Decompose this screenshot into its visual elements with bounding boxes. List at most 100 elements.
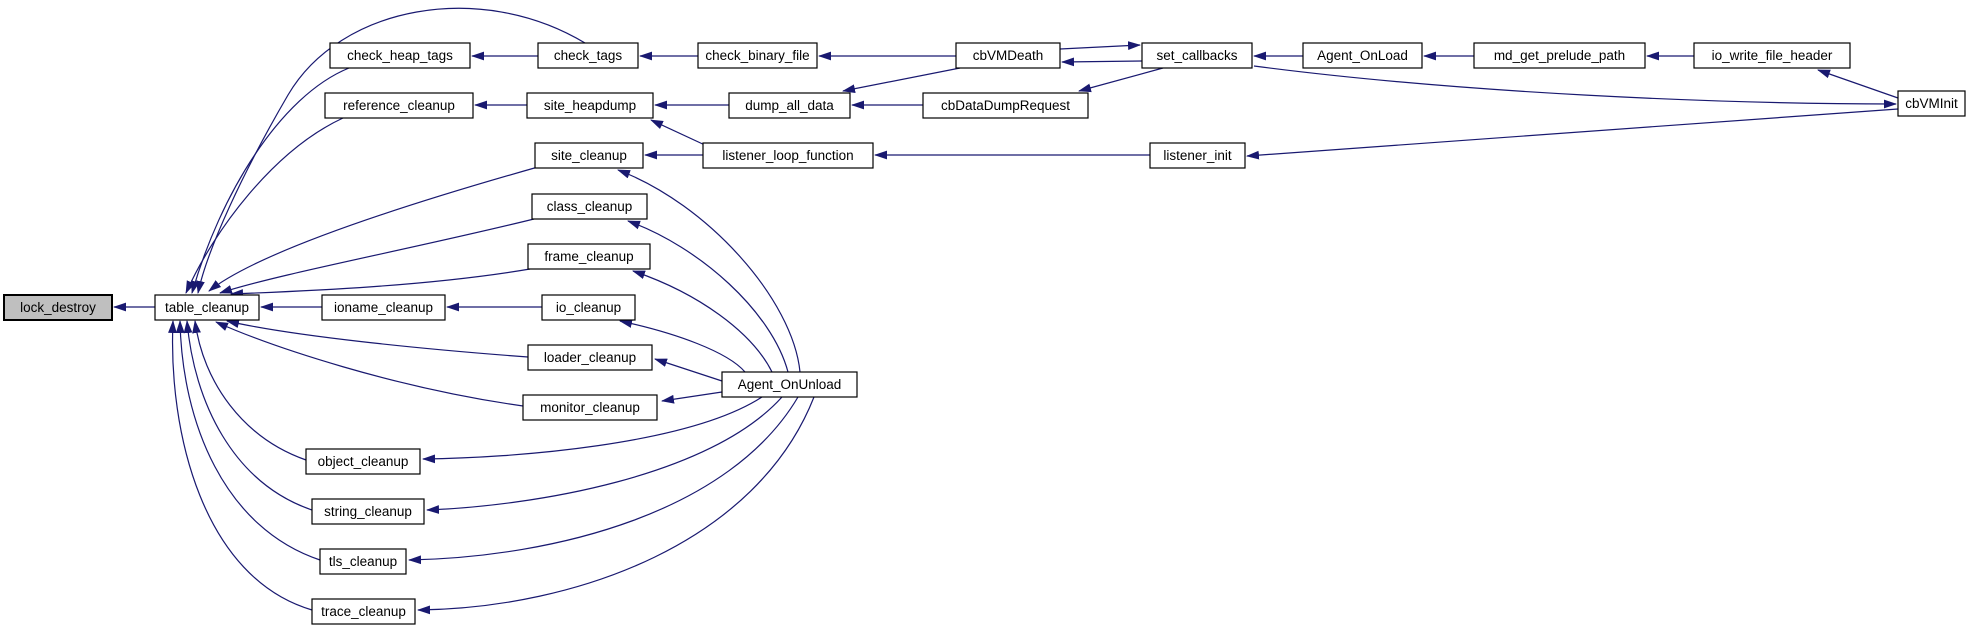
node-label-table_cleanup: table_cleanup <box>165 300 249 315</box>
node-box-monitor_cleanup[interactable] <box>522 394 658 421</box>
node-trace_cleanup[interactable]: trace_cleanup <box>311 598 416 625</box>
edge-cbVMDeath-to-set_callbacks <box>1059 41 1141 50</box>
edge-monitor_cleanup-to-table_cleanup <box>215 321 524 407</box>
node-box-Agent_OnLoad[interactable] <box>1302 42 1423 69</box>
node-Agent_OnLoad[interactable]: Agent_OnLoad <box>1302 42 1423 69</box>
node-loader_cleanup[interactable]: loader_cleanup <box>527 344 653 371</box>
edge-set_callbacks-to-cbVMDeath <box>1061 57 1143 67</box>
node-box-listener_loop_function[interactable] <box>702 142 874 169</box>
node-box-dump_all_data[interactable] <box>728 92 851 119</box>
edge-cbVMDeath-to-dump_all_data <box>842 67 961 94</box>
edge-Agent_OnUnload-to-frame_cleanup <box>632 270 773 373</box>
edge-Agent_OnUnload-to-trace_cleanup <box>417 396 815 615</box>
edge-Agent_OnUnload-to-object_cleanup <box>422 396 763 464</box>
node-box-check_tags[interactable] <box>537 42 639 69</box>
edge-Agent_OnUnload-to-tls_cleanup <box>408 396 799 565</box>
node-box-cbVMInit[interactable] <box>1897 90 1966 117</box>
node-class_cleanup[interactable]: class_cleanup <box>531 193 648 220</box>
node-label-class_cleanup: class_cleanup <box>547 199 633 214</box>
node-tls_cleanup[interactable]: tls_cleanup <box>319 548 407 575</box>
node-box-check_heap_tags[interactable] <box>329 42 471 69</box>
node-box-md_get_prelude_path[interactable] <box>1473 42 1646 69</box>
node-box-object_cleanup[interactable] <box>305 448 421 475</box>
node-label-frame_cleanup: frame_cleanup <box>544 249 633 264</box>
node-box-io_cleanup[interactable] <box>541 294 636 321</box>
node-box-io_write_file_header[interactable] <box>1693 42 1851 69</box>
edge-check_tags-to-table_cleanup <box>196 7 586 294</box>
node-box-class_cleanup[interactable] <box>531 193 648 220</box>
node-io_write_file_header[interactable]: io_write_file_header <box>1693 42 1851 69</box>
node-label-lock_destroy: lock_destroy <box>20 300 96 315</box>
node-label-cbVMInit: cbVMInit <box>1905 96 1958 111</box>
nodes-layer: lock_destroy table_cleanup check_heap_tags… <box>3 42 1966 625</box>
node-label-md_get_prelude_path: md_get_prelude_path <box>1494 48 1625 63</box>
edge-check_heap_tags-to-table_cleanup <box>191 67 350 294</box>
edge-Agent_OnUnload-to-io_cleanup <box>619 319 746 373</box>
node-label-trace_cleanup: trace_cleanup <box>321 604 406 619</box>
node-box-site_heapdump[interactable] <box>526 92 654 119</box>
node-box-frame_cleanup[interactable] <box>527 243 651 270</box>
node-box-ioname_cleanup[interactable] <box>321 294 446 321</box>
edge-string_cleanup-to-table_cleanup <box>183 320 313 511</box>
node-label-monitor_cleanup: monitor_cleanup <box>540 400 640 415</box>
node-check_tags[interactable]: check_tags <box>537 42 639 69</box>
node-check_binary_file[interactable]: check_binary_file <box>697 42 818 69</box>
node-box-listener_init[interactable] <box>1149 142 1246 169</box>
node-box-string_cleanup[interactable] <box>311 498 425 525</box>
node-site_cleanup[interactable]: site_cleanup <box>534 142 644 169</box>
node-frame_cleanup[interactable]: frame_cleanup <box>527 243 651 270</box>
node-label-Agent_OnUnload: Agent_OnUnload <box>738 377 842 392</box>
node-ioname_cleanup[interactable]: ioname_cleanup <box>321 294 446 321</box>
node-box-set_callbacks[interactable] <box>1141 42 1253 69</box>
node-label-ioname_cleanup: ioname_cleanup <box>334 300 433 315</box>
edge-reference_cleanup-to-table_cleanup <box>185 117 344 294</box>
node-reference_cleanup[interactable]: reference_cleanup <box>324 92 474 119</box>
node-cbVMDeath[interactable]: cbVMDeath <box>955 42 1061 69</box>
node-set_callbacks[interactable]: set_callbacks <box>1141 42 1253 69</box>
node-box-lock_destroy[interactable] <box>3 294 113 321</box>
node-io_cleanup[interactable]: io_cleanup <box>541 294 636 321</box>
edge-trace_cleanup-to-table_cleanup <box>168 320 313 611</box>
node-listener_loop_function[interactable]: listener_loop_function <box>702 142 874 169</box>
node-label-Agent_OnLoad: Agent_OnLoad <box>1317 48 1408 63</box>
node-cbVMInit[interactable]: cbVMInit <box>1897 90 1966 117</box>
node-box-table_cleanup[interactable] <box>154 294 260 321</box>
node-site_heapdump[interactable]: site_heapdump <box>526 92 654 119</box>
node-box-trace_cleanup[interactable] <box>311 598 416 625</box>
node-label-check_heap_tags: check_heap_tags <box>347 48 453 63</box>
node-monitor_cleanup[interactable]: monitor_cleanup <box>522 394 658 421</box>
node-md_get_prelude_path[interactable]: md_get_prelude_path <box>1473 42 1646 69</box>
node-label-listener_init: listener_init <box>1163 148 1232 163</box>
node-box-site_cleanup[interactable] <box>534 142 644 169</box>
node-check_heap_tags[interactable]: check_heap_tags <box>329 42 471 69</box>
node-label-io_cleanup: io_cleanup <box>556 300 621 315</box>
edge-cbVMInit-to-listener_init <box>1246 108 1899 160</box>
node-label-loader_cleanup: loader_cleanup <box>544 350 636 365</box>
node-Agent_OnUnload[interactable]: Agent_OnUnload <box>721 371 858 398</box>
edge-set_callbacks-to-cbVMInit <box>1253 65 1897 109</box>
node-dump_all_data[interactable]: dump_all_data <box>728 92 851 119</box>
node-label-cbVMDeath: cbVMDeath <box>973 48 1044 63</box>
node-listener_init[interactable]: listener_init <box>1149 142 1246 169</box>
edge-tls_cleanup-to-table_cleanup <box>175 320 321 561</box>
node-label-tls_cleanup: tls_cleanup <box>329 554 397 569</box>
node-box-loader_cleanup[interactable] <box>527 344 653 371</box>
node-object_cleanup[interactable]: object_cleanup <box>305 448 421 475</box>
node-box-cbDataDumpRequest[interactable] <box>922 92 1089 119</box>
node-label-check_binary_file: check_binary_file <box>705 48 809 63</box>
node-lock_destroy[interactable]: lock_destroy <box>3 294 113 321</box>
node-cbDataDumpRequest[interactable]: cbDataDumpRequest <box>922 92 1089 119</box>
node-label-cbDataDumpRequest: cbDataDumpRequest <box>941 98 1070 113</box>
node-box-reference_cleanup[interactable] <box>324 92 474 119</box>
node-box-check_binary_file[interactable] <box>697 42 818 69</box>
node-string_cleanup[interactable]: string_cleanup <box>311 498 425 525</box>
node-box-cbVMDeath[interactable] <box>955 42 1061 69</box>
edge-site_cleanup-to-table_cleanup <box>208 166 539 292</box>
node-table_cleanup[interactable]: table_cleanup <box>154 294 260 321</box>
edge-class_cleanup-to-table_cleanup <box>219 218 535 294</box>
node-label-set_callbacks: set_callbacks <box>1156 48 1237 63</box>
node-box-Agent_OnUnload[interactable] <box>721 371 858 398</box>
edge-Agent_OnUnload-to-string_cleanup <box>426 396 783 514</box>
node-box-tls_cleanup[interactable] <box>319 548 407 575</box>
